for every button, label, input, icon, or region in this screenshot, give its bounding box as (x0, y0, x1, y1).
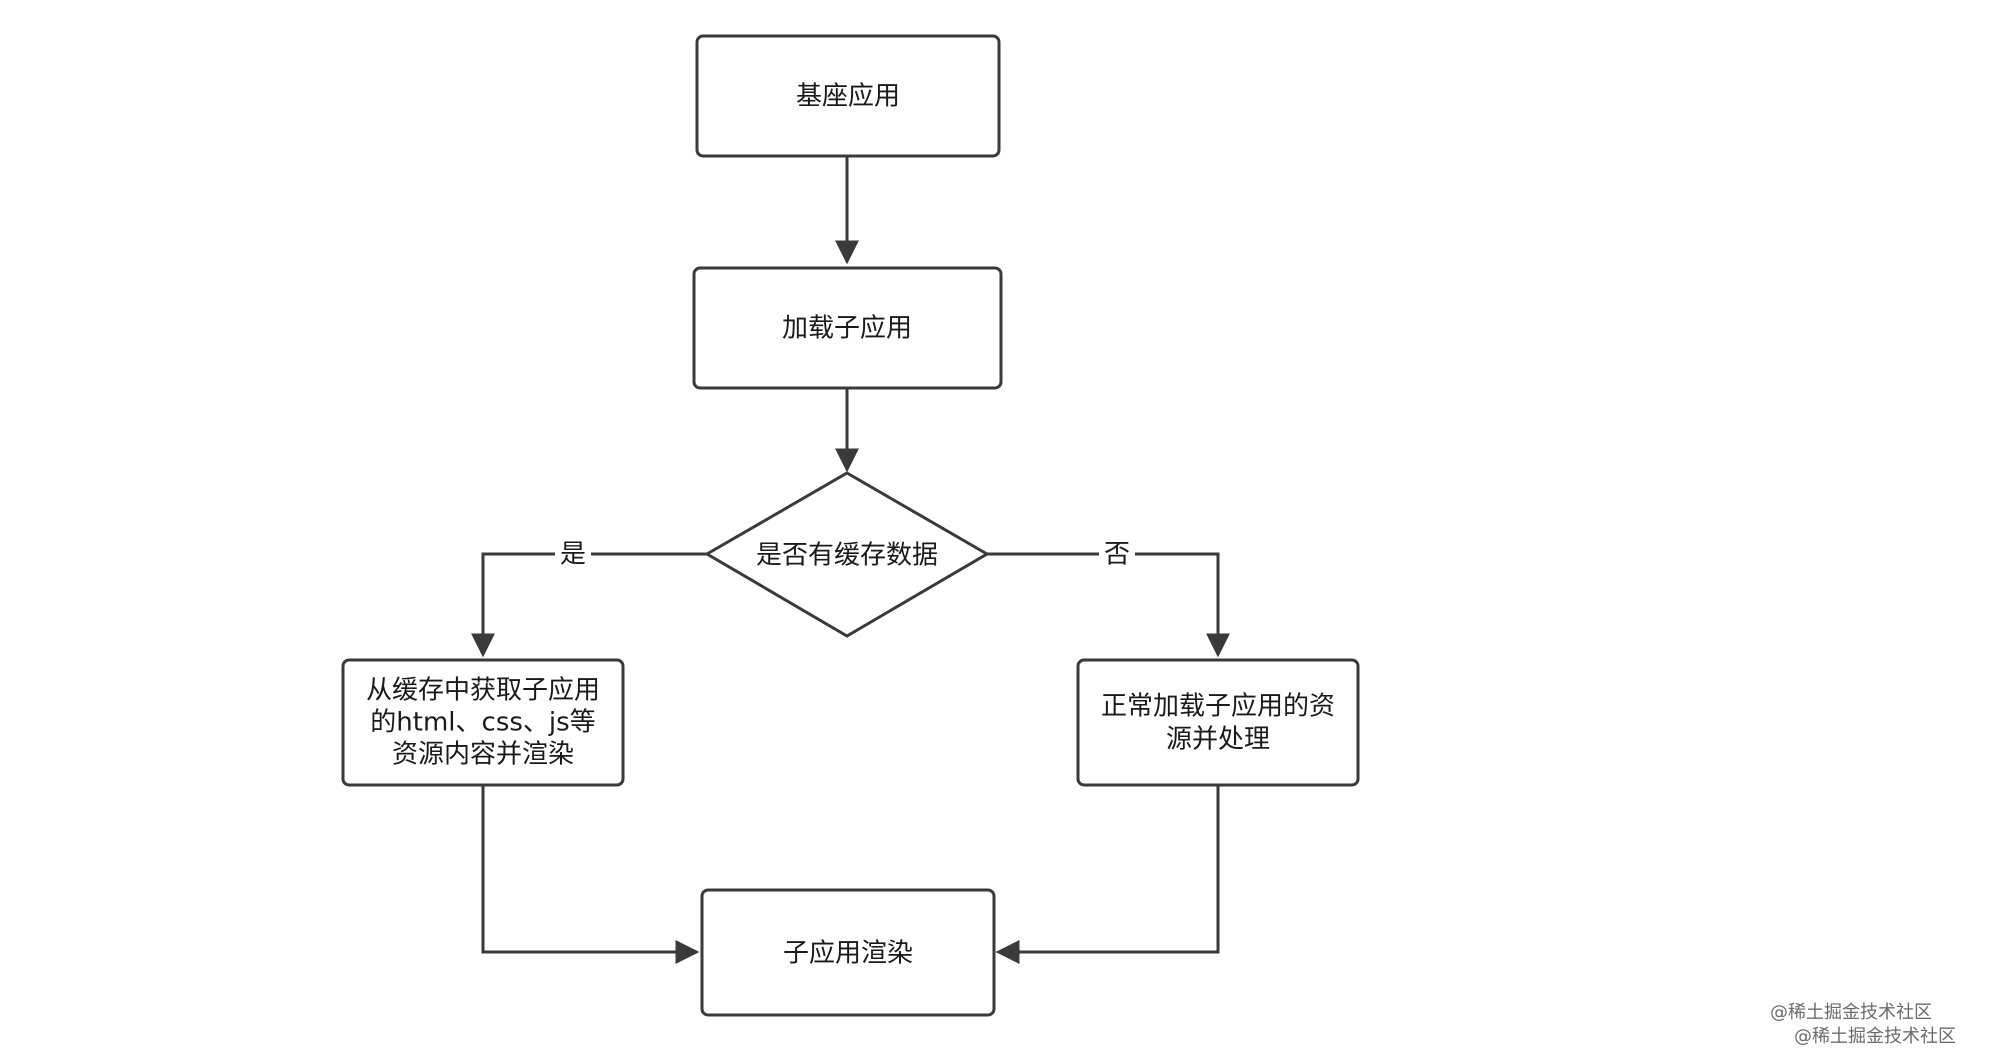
edge-normal-to-render (995, 785, 1220, 964)
watermark-text-secondary: @稀土掘金技术社区 (1794, 1026, 1956, 1047)
edge-cache-to-render (481, 785, 700, 964)
edge-decision-yes-to-cache (471, 552, 707, 658)
node-load: 加载子应用 (692, 266, 1003, 390)
no-label: 否 (1104, 540, 1130, 570)
node-render: 子应用渲染 (700, 888, 996, 1017)
node-start-label: 基座应用 (796, 82, 900, 112)
node-render-label: 子应用渲染 (783, 939, 913, 969)
yes-label: 是 (560, 540, 586, 570)
node-cache-label-line3: 资源内容并渲染 (392, 740, 574, 770)
node-cache: 从缓存中获取子应用 的html、css、js等 资源内容并渲染 (341, 658, 625, 787)
node-start: 基座应用 (695, 34, 1001, 158)
yes-label-bg (555, 538, 591, 570)
node-normal: 正常加载子应用的资 源并处理 (1076, 658, 1360, 787)
node-normal-label-line2: 源并处理 (1166, 725, 1270, 755)
node-cache-label-line2: 的html、css、js等 (370, 708, 595, 738)
node-cache-label-line1: 从缓存中获取子应用 (366, 676, 600, 706)
edge-decision-no-to-normal (987, 552, 1230, 658)
node-decision: 是否有缓存数据 (704, 471, 990, 638)
node-decision-label: 是否有缓存数据 (756, 541, 938, 571)
node-normal-label-line1: 正常加载子应用的资 (1101, 692, 1335, 722)
no-label-bg (1099, 538, 1135, 570)
node-load-label: 加载子应用 (782, 314, 912, 344)
watermark-text: @稀土掘金技术社区 (1770, 1002, 1932, 1023)
